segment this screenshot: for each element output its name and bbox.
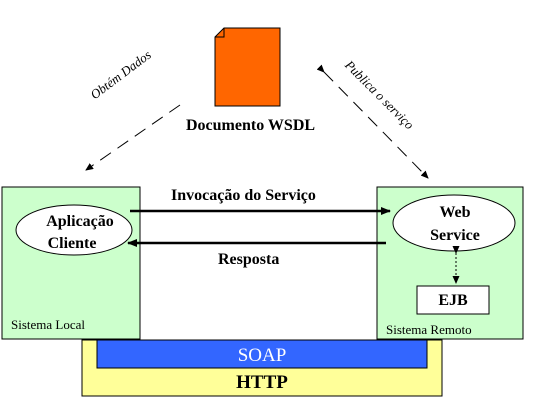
http-label: HTTP <box>236 372 288 393</box>
soap-bar <box>96 339 428 369</box>
ejb-box <box>416 285 490 315</box>
ejb-label: EJB <box>438 292 468 309</box>
web-service-label-line2: Service <box>430 227 480 244</box>
wsdl-document-shape <box>214 27 281 107</box>
client-app-label-line1: Aplicação <box>46 213 114 230</box>
obtain-data-arrow <box>85 104 181 171</box>
invocation-label: Invocação do Serviço <box>171 187 316 204</box>
publish-service-arrow <box>316 64 429 179</box>
soap-label: SOAP <box>237 345 287 366</box>
client-app-ellipse <box>15 204 133 256</box>
remote-system-label: Sistema Remoto <box>386 322 472 337</box>
client-app-label-line2: Cliente <box>47 235 97 252</box>
wsdl-document-label: Documento WSDL <box>186 117 316 134</box>
response-label: Resposta <box>218 251 280 268</box>
web-service-label-line1: Web <box>439 204 471 221</box>
local-system-label: Sistema Local <box>11 317 86 332</box>
